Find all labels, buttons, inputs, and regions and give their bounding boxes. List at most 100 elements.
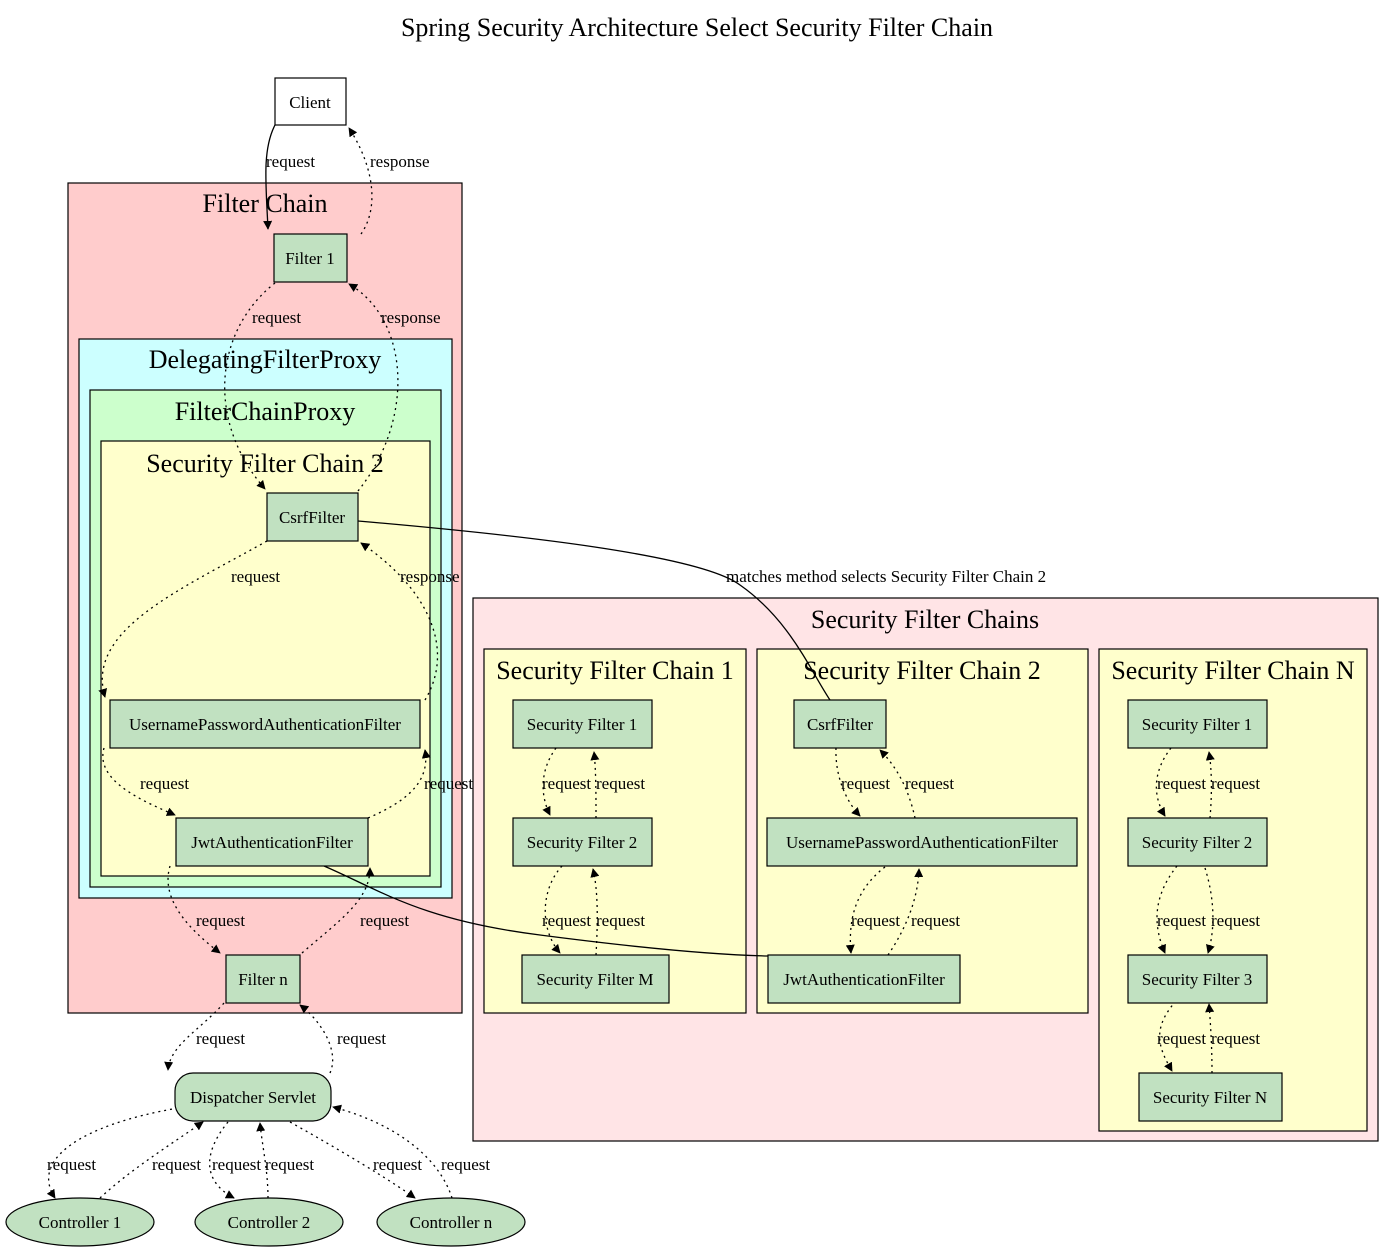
edge-filter1-client xyxy=(348,127,373,235)
svg-text:Controller 2: Controller 2 xyxy=(228,1213,311,1232)
label-csrf-request: request xyxy=(231,567,280,586)
label-c1-dispatcher-request: request xyxy=(152,1155,201,1174)
svg-text:UsernamePasswordAuthentication: UsernamePasswordAuthenticationFilter xyxy=(786,833,1058,852)
label-cn-sf2-sf1: request xyxy=(1211,774,1260,793)
edge-controllern-dispatcher xyxy=(332,1104,453,1199)
label-filtern-dispatcher-request: request xyxy=(196,1029,245,1048)
edge-dispatcher-filtern xyxy=(299,1004,334,1074)
edge-dispatcher-controller1 xyxy=(46,1107,179,1199)
label-client-response: response xyxy=(370,152,429,171)
svg-text:Security Filter M: Security Filter M xyxy=(536,970,653,989)
svg-text:Security Filter 1: Security Filter 1 xyxy=(1142,715,1252,734)
filter1-node: Filter 1 xyxy=(273,233,348,283)
edge-csrf-matches-chain2 xyxy=(357,520,831,701)
label-client-request: request xyxy=(266,152,315,171)
chainN-security-filter-n-node: Security Filter N xyxy=(1138,1072,1283,1122)
filter-n-node: Filter n xyxy=(225,954,301,1004)
label-dispatcher-c1-request: request xyxy=(47,1155,96,1174)
svg-text:Security Filter 3: Security Filter 3 xyxy=(1142,970,1252,989)
label-c1-sf2-sfm: request xyxy=(542,911,591,930)
chainN-security-filter-1-node: Security Filter 1 xyxy=(1127,699,1268,749)
label-filter1-response: response xyxy=(381,308,440,327)
chain1-security-filter-2-node: Security Filter 2 xyxy=(512,817,653,867)
edge-jwt-upaf xyxy=(367,749,431,819)
diagram-title: Spring Security Architecture Select Secu… xyxy=(401,13,993,42)
edge-c2-upaf-csrf xyxy=(879,749,916,819)
svg-text:Filter 1: Filter 1 xyxy=(285,249,335,268)
svg-text:Security Filter N: Security Filter N xyxy=(1153,1088,1267,1107)
chainN-security-filter-2-node: Security Filter 2 xyxy=(1127,817,1268,867)
svg-text:UsernamePasswordAuthentication: UsernamePasswordAuthenticationFilter xyxy=(129,715,401,734)
label-c1-sfm-sf2: request xyxy=(596,911,645,930)
chain1-security-filter-m-node: Security Filter M xyxy=(521,954,670,1004)
edge-filter1-csrf xyxy=(224,282,276,490)
edge-jwt-matches-chain2 xyxy=(323,865,769,957)
svg-text:Client: Client xyxy=(289,93,331,112)
label-c1-sf1-sf2: request xyxy=(542,774,591,793)
security-chains-label: Security Filter Chains xyxy=(811,605,1039,634)
label-csrf-response: response xyxy=(400,567,459,586)
label-cn-sf2-sf3: request xyxy=(1157,911,1206,930)
svg-text:Security Filter 1: Security Filter 1 xyxy=(527,715,637,734)
dispatcher-servlet-node: Dispatcher Servlet xyxy=(174,1072,332,1122)
csrf-filter-node: CsrfFilter xyxy=(266,492,359,542)
jwt-filter-node: JwtAuthenticationFilter xyxy=(175,817,369,867)
label-c2-jwt-upaf: request xyxy=(911,911,960,930)
edge-client-filter1 xyxy=(263,124,276,230)
security-chain-2-label: Security Filter Chain 2 xyxy=(803,656,1041,685)
edge-cn-sf1-sf2 xyxy=(1155,747,1172,817)
security-chain-n-label: Security Filter Chain N xyxy=(1111,656,1355,685)
edge-cn-sf2-sf3 xyxy=(1156,865,1178,954)
delegating-proxy-label: DelegatingFilterProxy xyxy=(149,345,382,374)
svg-text:JwtAuthenticationFilter: JwtAuthenticationFilter xyxy=(191,833,353,852)
label-jwt-filtern-request: request xyxy=(196,911,245,930)
inner-security-chain-label: Security Filter Chain 2 xyxy=(146,449,384,478)
label-dispatcher-cn-request: request xyxy=(373,1155,422,1174)
controller-1-node: Controller 1 xyxy=(5,1197,155,1247)
label-cn-sf3-sf2: request xyxy=(1211,911,1260,930)
controller-n-node: Controller n xyxy=(376,1197,526,1247)
edge-cn-sf2-sf1 xyxy=(1205,751,1215,819)
label-upaf-request: request xyxy=(140,774,189,793)
label-cn-sf3-sfn: request xyxy=(1157,1029,1206,1048)
edge-c1-sf2-sfm xyxy=(544,865,563,954)
chainN-security-filter-3-node: Security Filter 3 xyxy=(1127,954,1268,1004)
label-c1-sf2-sf1: request xyxy=(596,774,645,793)
edge-cn-sfn-sf3 xyxy=(1205,1003,1215,1074)
label-matches-method: matches method selects Security Filter C… xyxy=(726,567,1046,586)
edge-cn-sf3-sfn xyxy=(1159,1000,1177,1072)
svg-text:Filter n: Filter n xyxy=(238,970,288,989)
edge-filtern-dispatcher xyxy=(164,1002,225,1071)
edge-controller1-dispatcher xyxy=(99,1121,204,1199)
label-filtern-jwt-request: request xyxy=(360,911,409,930)
edge-c2-csrf-upaf xyxy=(835,747,861,817)
edge-dispatcher-controllern xyxy=(289,1121,416,1199)
label-cn-dispatcher-request: request xyxy=(441,1155,490,1174)
security-chain-1-label: Security Filter Chain 1 xyxy=(496,656,734,685)
label-c2-upaf-jwt: request xyxy=(851,911,900,930)
svg-text:Dispatcher Servlet: Dispatcher Servlet xyxy=(190,1088,316,1107)
svg-text:Controller n: Controller n xyxy=(410,1213,493,1232)
label-cn-sfn-sf3: request xyxy=(1211,1029,1260,1048)
label-dispatcher-c2-request: request xyxy=(212,1155,261,1174)
chain2-jwt-filter-node: JwtAuthenticationFilter xyxy=(767,954,961,1004)
upaf-node: UsernamePasswordAuthenticationFilter xyxy=(109,699,421,749)
edge-cn-sf3-sf2 xyxy=(1204,867,1215,954)
client-node: Client xyxy=(274,77,347,126)
edge-dispatcher-controller2 xyxy=(209,1121,235,1199)
label-cn-sf1-sf2: request xyxy=(1157,774,1206,793)
edge-c1-sf1-sf2 xyxy=(542,747,557,816)
svg-text:CsrfFilter: CsrfFilter xyxy=(279,508,345,527)
edge-filtern-jwt xyxy=(301,867,375,954)
edge-c1-sf2-sf1 xyxy=(590,751,600,819)
svg-text:Controller 1: Controller 1 xyxy=(39,1213,122,1232)
filter-chain-label: Filter Chain xyxy=(203,189,328,218)
svg-text:Security Filter 2: Security Filter 2 xyxy=(1142,833,1252,852)
chain2-csrf-filter-node: CsrfFilter xyxy=(793,699,887,749)
label-dispatcher-filtern-request: request xyxy=(337,1029,386,1048)
inner-security-chain-cluster: Security Filter Chain 2 xyxy=(100,440,431,877)
svg-text:Security Filter 2: Security Filter 2 xyxy=(527,833,637,852)
svg-text:JwtAuthenticationFilter: JwtAuthenticationFilter xyxy=(783,970,945,989)
label-c2-upaf-csrf: request xyxy=(905,774,954,793)
